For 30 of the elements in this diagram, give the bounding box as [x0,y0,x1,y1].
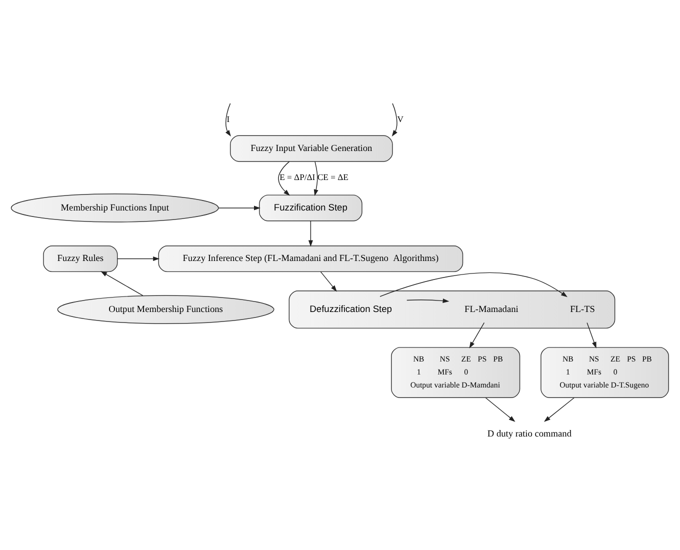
edge-label: I [226,114,230,124]
arrow [117,256,160,262]
arrow [406,298,450,304]
node-box: Fuzzification Step [259,194,362,222]
edge-label: CE = ΔE [317,172,348,182]
node-box: NB NS ZE PS PB 1 MFs 0 Output variable D-Mamdani [391,347,520,398]
arrow [100,271,144,296]
node-text: D duty ratio command [487,430,572,440]
node-box: Fuzzy Inference Step (FL-Mamadani and FL-T.Sugeno Algorithms) [158,246,464,272]
arrow [485,397,516,422]
node-text: FL-Mamadani [464,304,518,315]
arrow [320,271,337,292]
arrow [308,220,313,247]
arrow [314,161,318,196]
arrow [225,103,231,137]
node-text: FL-TS [570,304,595,315]
node-ellipse: Output Membership Functions [57,295,274,324]
arrow [380,272,568,298]
node-box: NB NS ZE PS PB 1 MFs 0 Output variable D-T.Sugeno [540,347,669,398]
edge-label: E = ΔP/ΔI [280,172,316,182]
edge-label: V [397,114,404,124]
node-ellipse: Membership Functions Input [10,194,219,222]
arrow [544,397,574,422]
arrow [586,322,596,348]
arrow [392,103,398,137]
node-box: Fuzzy Rules [43,246,118,272]
arrow [218,206,260,210]
arrow [469,322,485,348]
node-box: Fuzzy Input Variable Generation [230,135,393,162]
arrow [278,161,290,196]
